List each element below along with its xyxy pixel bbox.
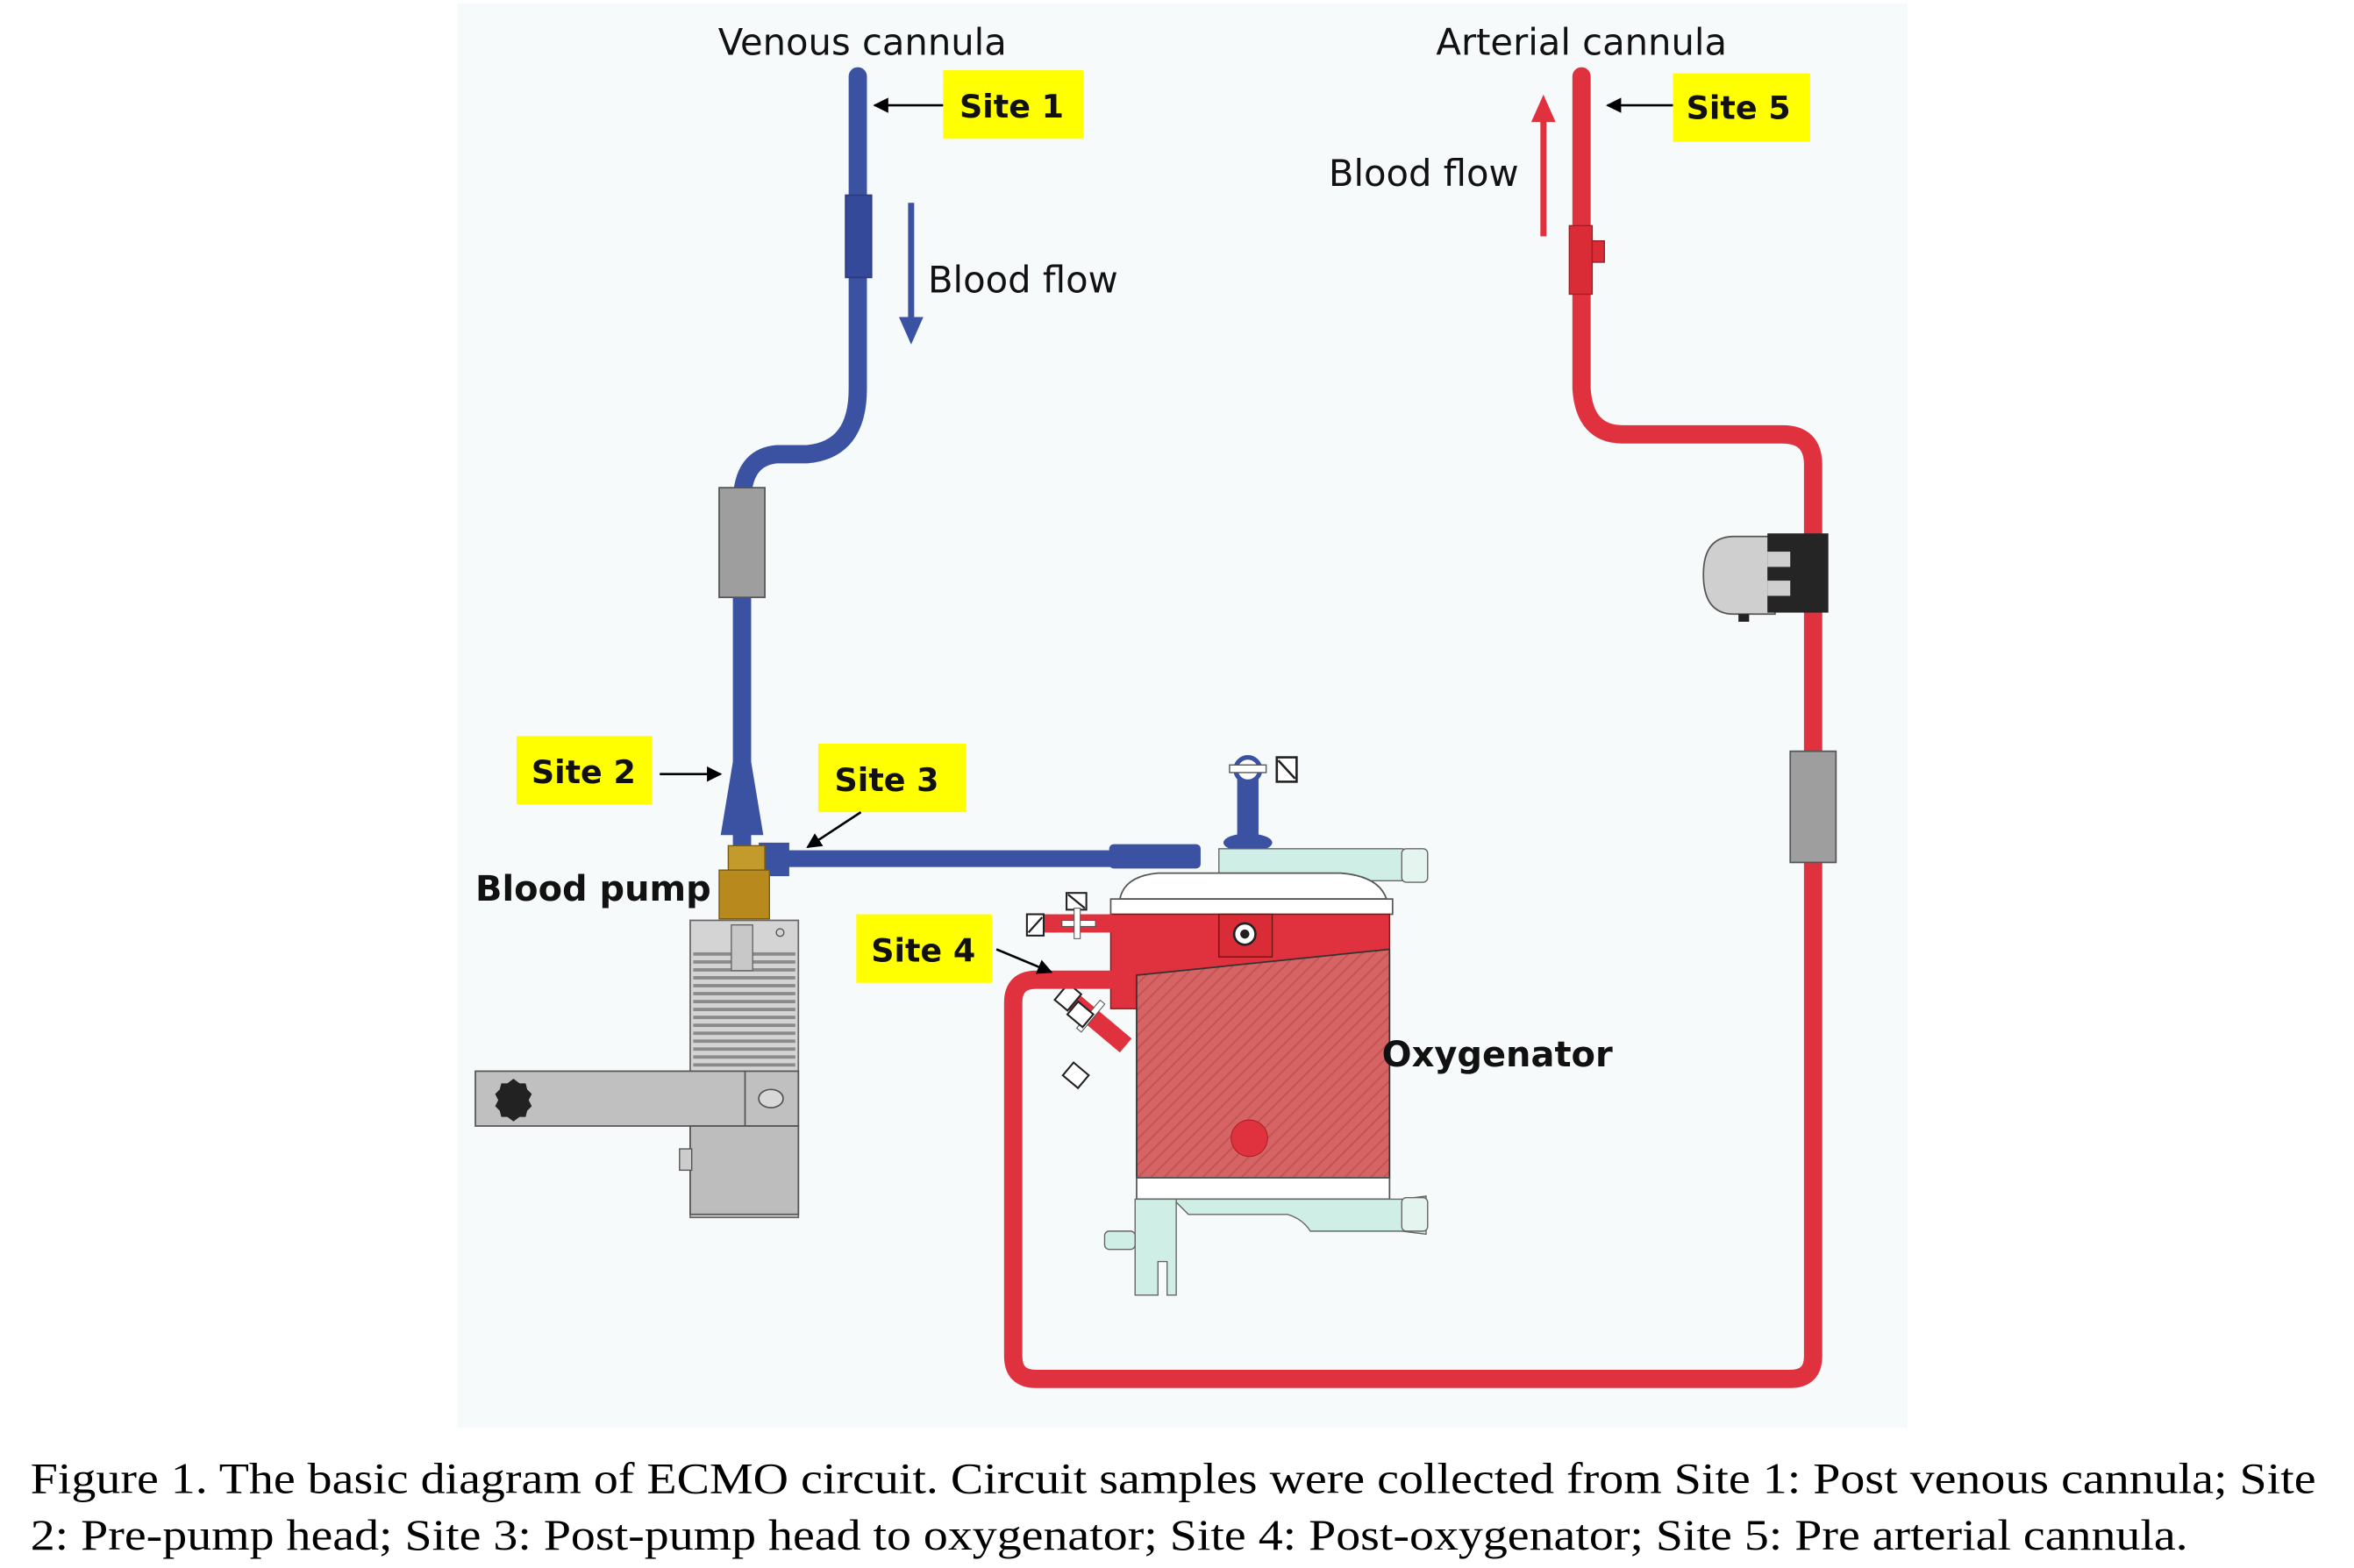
- pump-fin: [693, 1000, 795, 1003]
- gas-exhaust-port: [1134, 1198, 1177, 1296]
- pump-fin: [693, 1016, 795, 1020]
- arterial-line: [1003, 67, 1837, 1388]
- site-5-badge: Site 5: [1606, 73, 1810, 142]
- venous-tubing: [732, 67, 867, 855]
- site-2-badge: Site 2: [516, 736, 723, 805]
- oxygenator-purge-line: [1237, 777, 1259, 842]
- site-3-label: Site 3: [835, 761, 939, 799]
- pump-fin: [693, 1039, 795, 1044]
- venous-flow-arrow: [898, 203, 924, 345]
- blood-pump-label: Blood pump: [475, 869, 711, 909]
- arterial-flow-arrow: [1530, 94, 1556, 237]
- arterial-tubing: [1003, 67, 1823, 1388]
- oxygenator-lid: [1118, 872, 1388, 901]
- pump-fin: [693, 1055, 795, 1059]
- pump-fin: [693, 976, 795, 980]
- oxygenator-label: Oxygenator: [1382, 1035, 1613, 1075]
- arterial-gray-sensor: [1789, 750, 1837, 864]
- pump-fin: [693, 1031, 795, 1036]
- oxygenator-inlet-connector: [1109, 844, 1201, 869]
- oxygenator-drain-dot: [1230, 1119, 1268, 1158]
- arterial-connector-tab: [1591, 239, 1605, 263]
- site-2-label: Site 2: [531, 753, 636, 791]
- venous-blood-flow-label: Blood flow: [928, 259, 1118, 302]
- pump-shaft: [731, 923, 753, 972]
- pump-fin: [693, 1063, 795, 1067]
- purge-stopcock-handle: [1229, 764, 1267, 773]
- venous-connector: [845, 194, 873, 279]
- site-4-label: Site 4: [871, 931, 975, 969]
- pump-fin: [693, 1047, 795, 1051]
- post-pump-tubing: [769, 850, 1151, 867]
- pump-base: [689, 1125, 800, 1215]
- pump-fin: [693, 992, 795, 995]
- site-3-badge: Site 3: [806, 743, 967, 849]
- pump-fin: [693, 1008, 795, 1012]
- blood-pump: [474, 845, 800, 1219]
- arterial-cannula-label: Arterial cannula: [1436, 21, 1727, 64]
- pump-fin: [693, 984, 795, 987]
- diagram-panel: [457, 3, 1908, 1428]
- arterial-blood-flow-label: Blood flow: [1329, 152, 1519, 195]
- flow-sensor: [1702, 535, 1776, 616]
- purge-cap: [1223, 833, 1273, 852]
- site-5-label: Site 5: [1687, 89, 1791, 127]
- oxygenator: [1025, 848, 1429, 1296]
- site-1-badge: Site 1: [873, 70, 1084, 139]
- pump-inlet-taper: [720, 761, 764, 836]
- pump-base-button: [679, 1148, 693, 1172]
- pump-screw-icon: [775, 928, 785, 937]
- site-4-badge: Site 4: [856, 914, 1053, 983]
- flow-sensor-clamp: [1767, 533, 1829, 613]
- site-1-label: Site 1: [959, 88, 1064, 125]
- figure-caption-line-2: 2: Pre-pump head; Site 3: Post-pump head…: [31, 1511, 2188, 1559]
- oxygenator-bottom-band: [1136, 1177, 1391, 1201]
- figure-caption-line-1: Figure 1. The basic diagram of ECMO circ…: [31, 1455, 2316, 1503]
- pump-head: [718, 869, 770, 920]
- pump-fin: [693, 1023, 795, 1028]
- venous-cannula-label: Venous cannula: [718, 21, 1007, 64]
- venous-gray-sensor: [718, 487, 766, 599]
- pump-head-top: [727, 845, 766, 871]
- arterial-connector: [1568, 225, 1594, 296]
- oxygenator-top-band: [1109, 898, 1394, 916]
- pump-arm-slot-icon: [758, 1088, 784, 1109]
- pump-knob-icon: [495, 1079, 532, 1122]
